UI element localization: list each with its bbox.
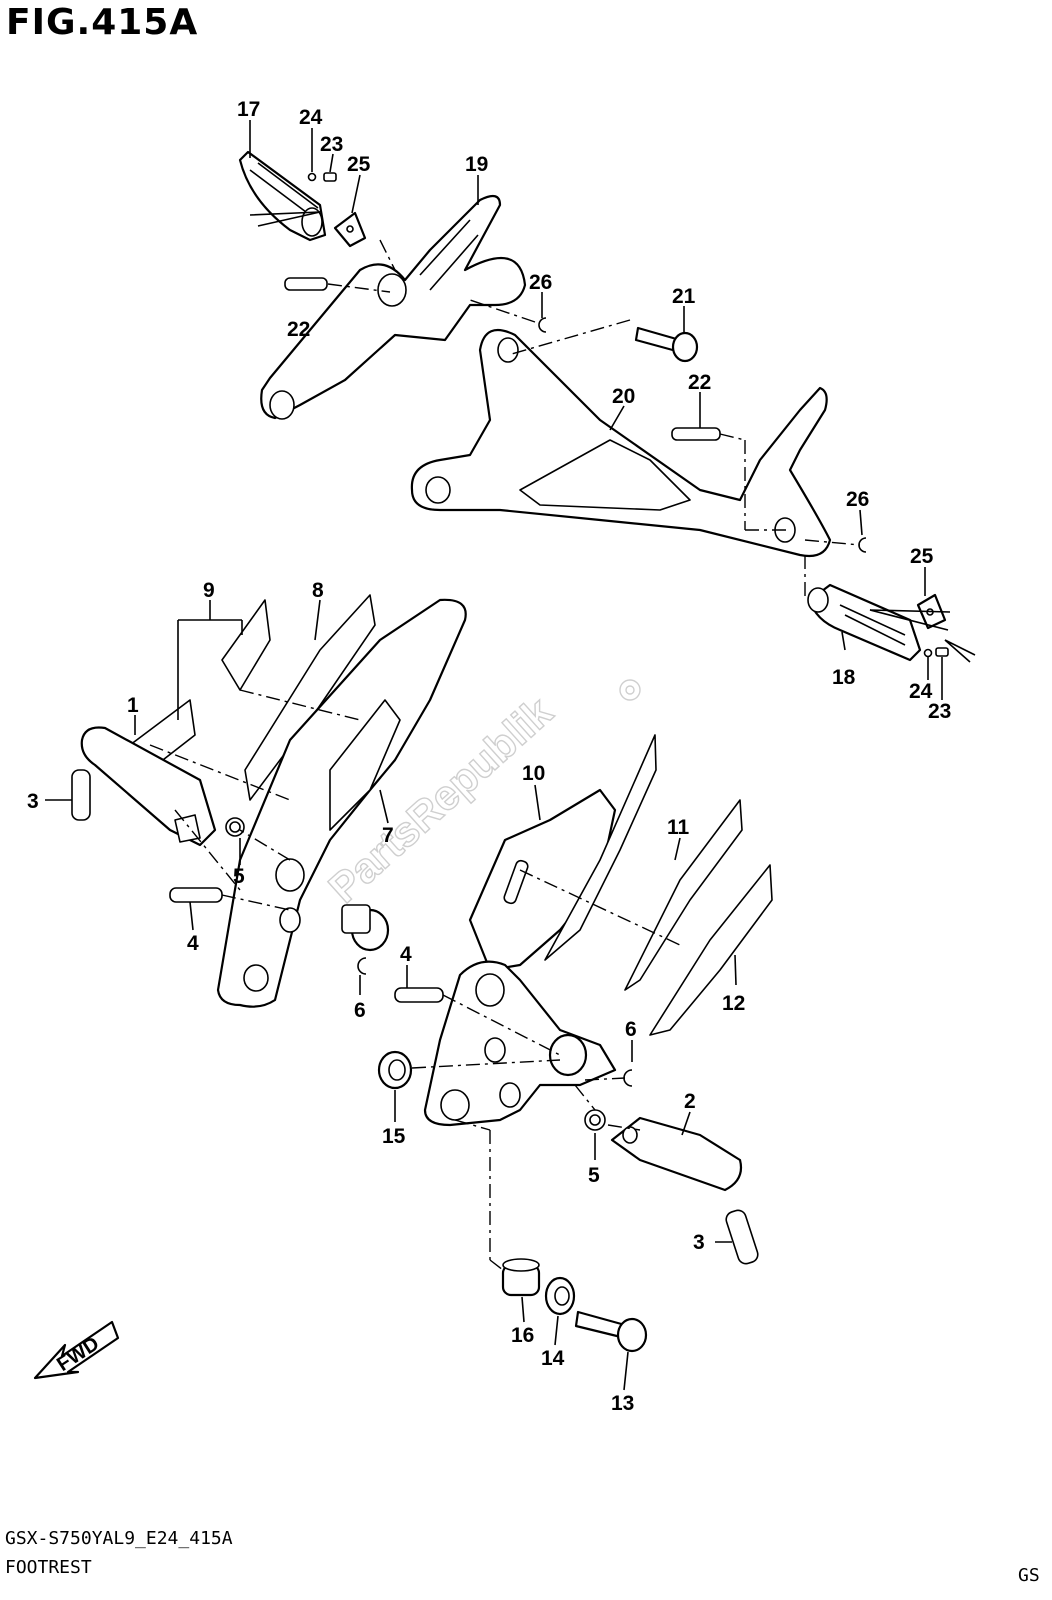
part-7-bracket-front-left bbox=[216, 598, 467, 1008]
part-23-spring-b bbox=[935, 647, 949, 657]
part-25-plate-a bbox=[333, 211, 367, 248]
part-21-bolt bbox=[634, 326, 699, 363]
callout-5: 5 bbox=[588, 1164, 600, 1187]
callout-24: 24 bbox=[299, 106, 323, 129]
part-4-bolt-a bbox=[169, 887, 223, 903]
callout-8: 8 bbox=[312, 579, 324, 602]
callout-21: 21 bbox=[672, 285, 696, 308]
leader-lines bbox=[45, 120, 976, 1391]
part-13-bolt bbox=[574, 1310, 648, 1353]
part-26-clip-a bbox=[538, 317, 547, 333]
callout-7: 7 bbox=[382, 824, 394, 847]
part-24-ball-b bbox=[923, 648, 933, 658]
callout-13: 13 bbox=[611, 1392, 634, 1415]
callout-16: 16 bbox=[511, 1324, 534, 1347]
callout-6: 6 bbox=[354, 999, 366, 1022]
region-code: GS bbox=[1018, 1565, 1040, 1586]
part-26-clip-b bbox=[858, 537, 867, 553]
callout-3: 3 bbox=[27, 790, 39, 813]
callout-20: 20 bbox=[612, 385, 635, 408]
fwd-arrow-icon: FWD bbox=[33, 1320, 120, 1380]
callout-4: 4 bbox=[187, 932, 199, 955]
part-5-spring-b bbox=[584, 1109, 606, 1131]
part-9-guard-set bbox=[129, 599, 271, 771]
part-23-spring-a bbox=[323, 172, 337, 182]
callout-12: 12 bbox=[722, 992, 745, 1015]
part-19-bracket-rear-left bbox=[260, 194, 527, 420]
part-22-pin-a bbox=[284, 277, 328, 291]
callout-25: 25 bbox=[347, 153, 371, 176]
callout-15: 15 bbox=[382, 1125, 406, 1148]
part-24-ball-a bbox=[307, 172, 317, 182]
callout-26: 26 bbox=[846, 488, 869, 511]
part-18-footpeg-rear-right bbox=[807, 583, 922, 662]
part-14-washer bbox=[544, 1276, 576, 1316]
callout-17: 17 bbox=[237, 98, 260, 121]
callout-labels: 17 24 23 25 19 26 22 21 22 20 26 25 18 2… bbox=[27, 98, 951, 1415]
assembly-lines bbox=[149, 239, 861, 1271]
part-2-bracket-front-right bbox=[423, 960, 617, 1127]
part-6-clip-b bbox=[623, 1069, 633, 1087]
callout-23: 23 bbox=[320, 133, 343, 156]
part-10-guard-plate bbox=[544, 734, 657, 961]
callout-19: 19 bbox=[465, 153, 488, 176]
part-12-cover bbox=[649, 864, 773, 1036]
callout-1: 1 bbox=[127, 694, 139, 717]
callout-2: 2 bbox=[684, 1090, 696, 1113]
part-15-washer bbox=[377, 1050, 413, 1090]
part-22-pin-b bbox=[671, 427, 721, 441]
callout-25: 25 bbox=[910, 545, 934, 568]
figure-title: FIG.415A bbox=[6, 2, 199, 43]
callout-9: 9 bbox=[203, 579, 215, 602]
callout-10: 10 bbox=[522, 762, 545, 785]
callout-26: 26 bbox=[529, 271, 552, 294]
callout-14: 14 bbox=[541, 1347, 565, 1370]
part-3-pin-a bbox=[71, 769, 91, 821]
part-16-collar bbox=[501, 1258, 541, 1297]
callout-22: 22 bbox=[287, 318, 310, 341]
part-1-footpeg-front-left bbox=[80, 726, 217, 847]
part-2-footpeg-front-right bbox=[610, 1116, 743, 1192]
part-8-plate bbox=[244, 594, 376, 801]
part-11-cover bbox=[624, 799, 743, 991]
callout-3: 3 bbox=[693, 1231, 705, 1254]
figure-code: GSX-S750YAL9_E24_415A bbox=[5, 1528, 233, 1549]
part-4-bolt-b bbox=[394, 987, 444, 1003]
watermark-gear-icon bbox=[619, 679, 641, 701]
callout-6: 6 bbox=[625, 1018, 637, 1041]
callout-22: 22 bbox=[688, 371, 711, 394]
part-5-spring-a bbox=[225, 817, 245, 837]
callout-5: 5 bbox=[233, 865, 245, 888]
callout-23: 23 bbox=[928, 700, 951, 723]
part-7-pivot-shaft bbox=[341, 904, 390, 952]
part-6-clip-a bbox=[357, 957, 367, 975]
callout-4: 4 bbox=[400, 943, 412, 966]
callout-18: 18 bbox=[832, 666, 856, 689]
callout-11: 11 bbox=[667, 816, 690, 839]
part-3-pin-b bbox=[725, 1209, 759, 1265]
figure-name: FOOTREST bbox=[5, 1557, 92, 1578]
part-20-bracket-rear-right bbox=[410, 328, 832, 558]
part-17-footpeg-rear-left bbox=[238, 150, 327, 242]
callout-24: 24 bbox=[909, 680, 933, 703]
